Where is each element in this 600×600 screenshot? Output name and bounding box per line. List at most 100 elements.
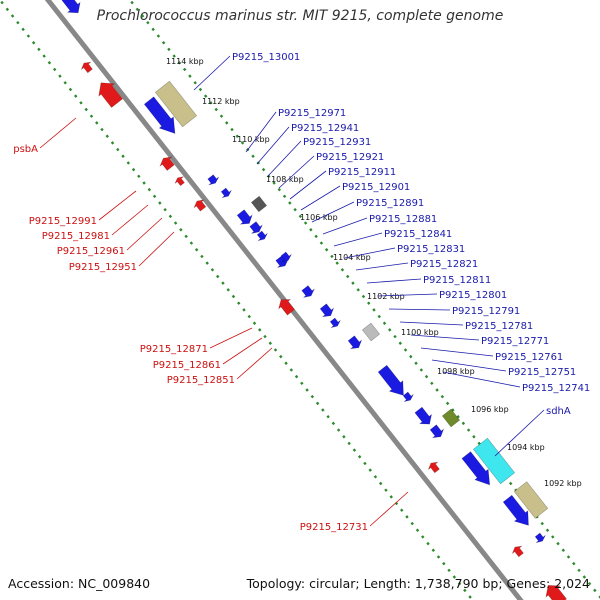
reverse-label-leader [138,231,175,267]
reverse-gene[interactable] [278,299,295,316]
forward-gene[interactable] [249,221,263,234]
forward-gene[interactable] [429,424,445,439]
forward-gene-label: P9215_12891 [356,198,424,209]
reverse-gene[interactable] [511,545,524,558]
reverse-gene[interactable] [193,199,207,212]
forward-gene-label: sdhA [546,406,571,417]
kbp-label: 1114 kbp [166,57,204,66]
forward-gene-label: P9215_12821 [410,259,478,270]
forward-gene-label: P9215_12901 [342,182,410,193]
forward-gene-label: P9215_13001 [232,52,300,63]
reverse-gene[interactable] [98,82,123,108]
reverse-gene[interactable] [545,585,567,600]
reverse-tick-track [0,0,474,600]
forward-label-leader [388,308,451,311]
forward-gene[interactable] [402,391,414,402]
reverse-gene[interactable] [427,461,440,474]
forward-label-leader [377,293,438,297]
reverse-label-leader [111,204,149,236]
forward-gene-label: P9215_12811 [423,275,491,286]
reverse-label-leader [126,217,163,251]
olive-gene[interactable] [441,408,461,428]
lightgray-gene[interactable] [361,322,381,342]
forward-gene[interactable] [256,230,268,241]
reverse-label-leader [369,491,409,527]
kbp-label: 1102 kbp [367,292,405,301]
topology-text: Topology: circular; Length: 1,738,790 bp… [246,576,590,591]
forward-gene[interactable] [347,335,363,350]
reverse-gene-label: P9215_12731 [300,522,368,533]
reverse-gene[interactable] [80,61,93,74]
rna-gene-2[interactable] [513,481,549,519]
forward-gene[interactable] [207,174,220,186]
forward-gene-label: P9215_12831 [397,244,465,255]
forward-label-leader [366,278,422,284]
forward-gene-label: P9215_12741 [522,383,590,394]
rna-gene[interactable] [154,80,198,128]
forward-gene[interactable] [414,406,433,425]
kbp-label: 1092 kbp [544,479,582,488]
forward-label-leader [410,334,480,341]
forward-label-leader [300,185,341,211]
forward-gene-label: P9215_12761 [495,352,563,363]
forward-gene-label: P9215_12931 [303,137,371,148]
forward-gene[interactable] [143,96,176,134]
forward-label-leader [442,371,521,388]
forward-gene[interactable] [461,451,491,486]
forward-gene[interactable] [220,187,232,198]
rna-gene-cyan[interactable] [472,437,516,485]
kbp-label: 1112 kbp [202,97,240,106]
forward-gene-label: P9215_12881 [369,214,437,225]
kbp-label: 1096 kbp [471,405,509,414]
forward-label-leader [399,321,464,326]
forward-gene[interactable] [534,532,546,543]
forward-label-leader [278,155,315,189]
forward-gene[interactable] [61,0,81,14]
forward-label-leader [256,126,290,165]
forward-label-leader [193,55,231,91]
reverse-gene-label: P9215_12961 [57,246,125,257]
forward-label-leader [431,359,507,372]
forward-label-leader [355,262,409,271]
reverse-label-leader [236,347,273,380]
forward-gene-label: P9215_12841 [384,229,452,240]
map-title: Prochlorococcus marinus str. MIT 9215, c… [96,8,504,24]
forward-gene[interactable] [280,251,292,262]
kbp-label: 1098 kbp [437,367,475,376]
forward-gene[interactable] [329,317,341,328]
kbp-label: 1094 kbp [507,443,545,452]
forward-label-leader [344,247,396,259]
forward-label-leader [494,409,545,457]
reverse-gene[interactable] [159,156,175,171]
forward-gene-label: P9215_12911 [328,167,396,178]
reverse-gene-label: P9215_12981 [42,231,110,242]
forward-gene-label: P9215_12751 [508,367,576,378]
forward-label-leader [267,140,302,177]
reverse-label-leader [98,190,137,221]
forward-gene-label: P9215_12791 [452,306,520,317]
reverse-gene-label: P9215_12871 [140,344,208,355]
reverse-label-leader [222,337,263,365]
reverse-gene[interactable] [174,176,185,187]
reverse-label-leader [209,327,253,349]
reverse-gene-label: P9215_12951 [69,262,137,273]
gray-gene[interactable] [250,195,268,213]
forward-label-leader [420,347,494,357]
forward-gene[interactable] [236,209,253,225]
kbp-label: 1110 kbp [232,135,270,144]
forward-gene[interactable] [319,303,335,318]
forward-label-leader [289,170,327,200]
reverse-label-leader [39,117,77,149]
kbp-label: 1104 kbp [333,253,371,262]
reverse-gene-label: P9215_12991 [29,216,97,227]
kbp-label: 1106 kbp [300,213,338,222]
forward-gene[interactable] [502,494,529,526]
reverse-gene-label: P9215_12861 [153,360,221,371]
reverse-gene-label: psbA [13,144,38,155]
kbp-label: 1108 kbp [266,175,304,184]
forward-gene[interactable] [377,364,404,396]
forward-gene[interactable] [301,285,315,298]
forward-label-leader [311,201,355,223]
forward-gene-label: P9215_12971 [278,108,346,119]
